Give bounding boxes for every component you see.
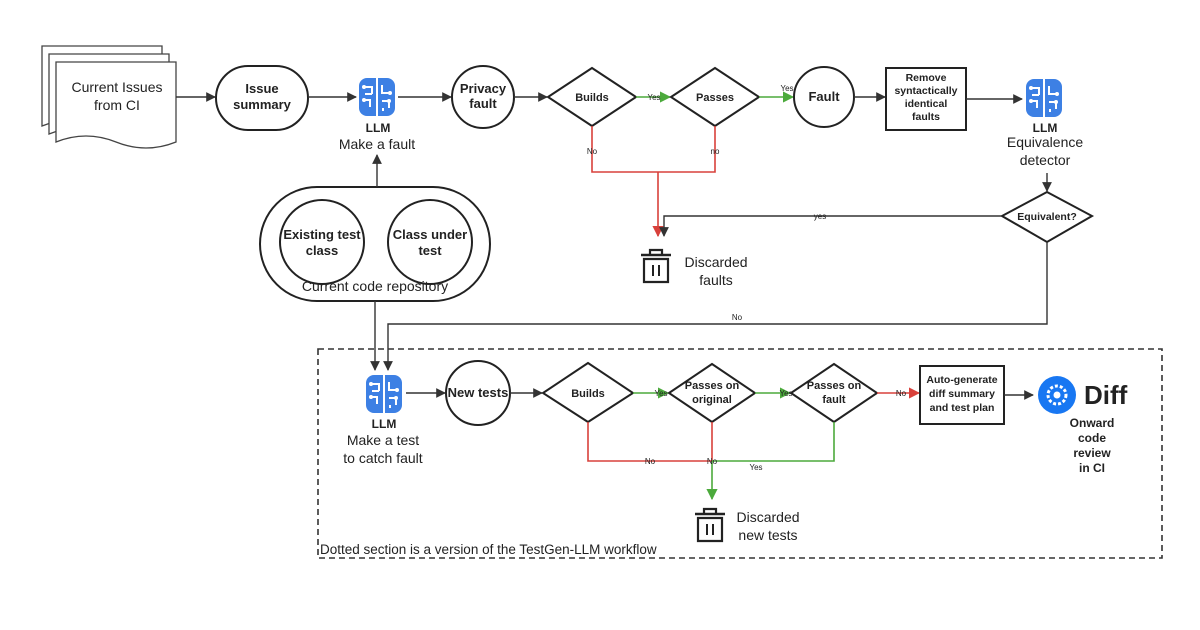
- svg-text:New tests: New tests: [448, 385, 509, 400]
- svg-text:faults: faults: [912, 111, 940, 123]
- svg-text:Builds: Builds: [571, 388, 605, 400]
- svg-text:Passes: Passes: [696, 92, 734, 104]
- current-issues-document: Current Issues from CI: [41, 45, 177, 149]
- llm-label: LLM: [366, 121, 391, 135]
- svg-text:Equivalent?: Equivalent?: [1017, 211, 1077, 223]
- dotted-section-note: Dotted section is a version of the TestG…: [320, 542, 657, 557]
- svg-text:Discarded: Discarded: [684, 254, 747, 270]
- passes-on-original-decision: Passes on original: [667, 362, 757, 424]
- current-code-repository: Existing test class Class under test Cur…: [259, 186, 491, 302]
- discarded-new-tests: Discarded new tests: [693, 507, 800, 543]
- issue-summary-node: Issue summary: [215, 65, 309, 131]
- new-tests-node: New tests: [445, 360, 511, 426]
- svg-text:review: review: [1073, 446, 1111, 460]
- no-label: No: [645, 457, 656, 466]
- svg-text:new tests: new tests: [738, 527, 797, 543]
- yes-label: Yes: [749, 463, 762, 472]
- no-label: No: [707, 457, 718, 466]
- current-issues-label: Current Issues: [71, 79, 162, 95]
- llm-caption: Make a fault: [339, 136, 415, 152]
- svg-text:Discarded: Discarded: [736, 509, 799, 525]
- remove-identical-faults-node: Remove syntactically identical faults: [885, 67, 967, 131]
- no-label: no: [711, 147, 720, 156]
- svg-text:Remove: Remove: [906, 72, 947, 84]
- svg-text:identical: identical: [905, 98, 948, 110]
- svg-text:Onward: Onward: [1070, 416, 1115, 430]
- svg-text:class: class: [306, 243, 339, 258]
- llm-label: LLM: [372, 417, 397, 431]
- existing-test-class-node: Existing test class: [279, 199, 365, 285]
- class-under-test-node: Class under test: [387, 199, 473, 285]
- brain-icon: [1025, 78, 1063, 118]
- passes-decision: Passes: [669, 66, 761, 128]
- llm-make-fault: LLM Make a fault: [339, 77, 415, 152]
- trash-icon: [639, 248, 673, 284]
- document-stack-icon: [41, 45, 177, 149]
- no-label: No: [732, 313, 743, 322]
- svg-text:Privacy: Privacy: [460, 81, 507, 96]
- privacy-fault-node: Privacy fault: [451, 65, 515, 129]
- brain-icon: [365, 374, 403, 414]
- no-label: No: [896, 389, 907, 398]
- llm-caption: Make a test: [347, 432, 419, 448]
- onward-code-review: Onward code review in CI: [1070, 416, 1115, 475]
- svg-text:Fault: Fault: [808, 89, 840, 104]
- svg-text:code: code: [1078, 431, 1106, 445]
- fault-node: Fault: [793, 66, 855, 128]
- yes-label: yes: [814, 212, 826, 221]
- builds-decision: Builds: [546, 66, 638, 128]
- svg-text:summary: summary: [233, 97, 292, 112]
- svg-text:test: test: [418, 243, 442, 258]
- svg-text:in CI: in CI: [1079, 461, 1105, 475]
- llm-caption-line2: detector: [1020, 152, 1071, 168]
- yes-label: Yes: [779, 389, 792, 398]
- passes-on-fault-decision: Passes on fault: [789, 362, 879, 424]
- svg-text:Passes on: Passes on: [807, 380, 862, 392]
- svg-text:Passes on: Passes on: [685, 380, 740, 392]
- llm-label: LLM: [1033, 121, 1058, 135]
- yes-label: Yes: [647, 93, 660, 102]
- svg-text:Issue: Issue: [245, 81, 278, 96]
- llm-equivalence-detector: LLM Equivalence detector: [1007, 78, 1083, 168]
- testgen-llm-dotted-section: [317, 348, 1163, 559]
- trash-icon: [693, 507, 727, 543]
- auto-generate-diff-node: Auto-generate diff summary and test plan: [919, 365, 1005, 425]
- brain-icon: [358, 77, 396, 117]
- svg-text:original: original: [692, 394, 732, 406]
- svg-text:Auto-generate: Auto-generate: [926, 374, 997, 386]
- repo-caption: Current code repository: [302, 278, 448, 294]
- llm-make-test: LLM Make a test to catch fault: [343, 374, 423, 466]
- builds-decision: Builds: [541, 361, 635, 424]
- diff-logo: Diff: [1038, 376, 1128, 414]
- current-issues-label-line2: from CI: [94, 97, 140, 113]
- equivalent-decision: Equivalent?: [999, 190, 1095, 244]
- llm-caption: Equivalence: [1007, 134, 1083, 150]
- svg-text:Diff: Diff: [1084, 380, 1128, 410]
- llm-caption-line2: to catch fault: [343, 450, 422, 466]
- svg-text:diff summary: diff summary: [929, 388, 995, 400]
- svg-text:fault: fault: [469, 96, 497, 111]
- svg-text:Existing test: Existing test: [283, 227, 361, 242]
- svg-text:Class under: Class under: [393, 227, 467, 242]
- svg-text:fault: fault: [822, 394, 846, 406]
- svg-text:syntactically: syntactically: [894, 85, 957, 97]
- yes-label: Yes: [654, 389, 667, 398]
- yes-label: Yes: [780, 84, 793, 93]
- svg-text:Builds: Builds: [575, 92, 609, 104]
- discarded-faults: Discarded faults: [639, 248, 748, 288]
- svg-text:and test plan: and test plan: [930, 402, 995, 414]
- no-label: No: [587, 147, 598, 156]
- svg-text:faults: faults: [699, 272, 732, 288]
